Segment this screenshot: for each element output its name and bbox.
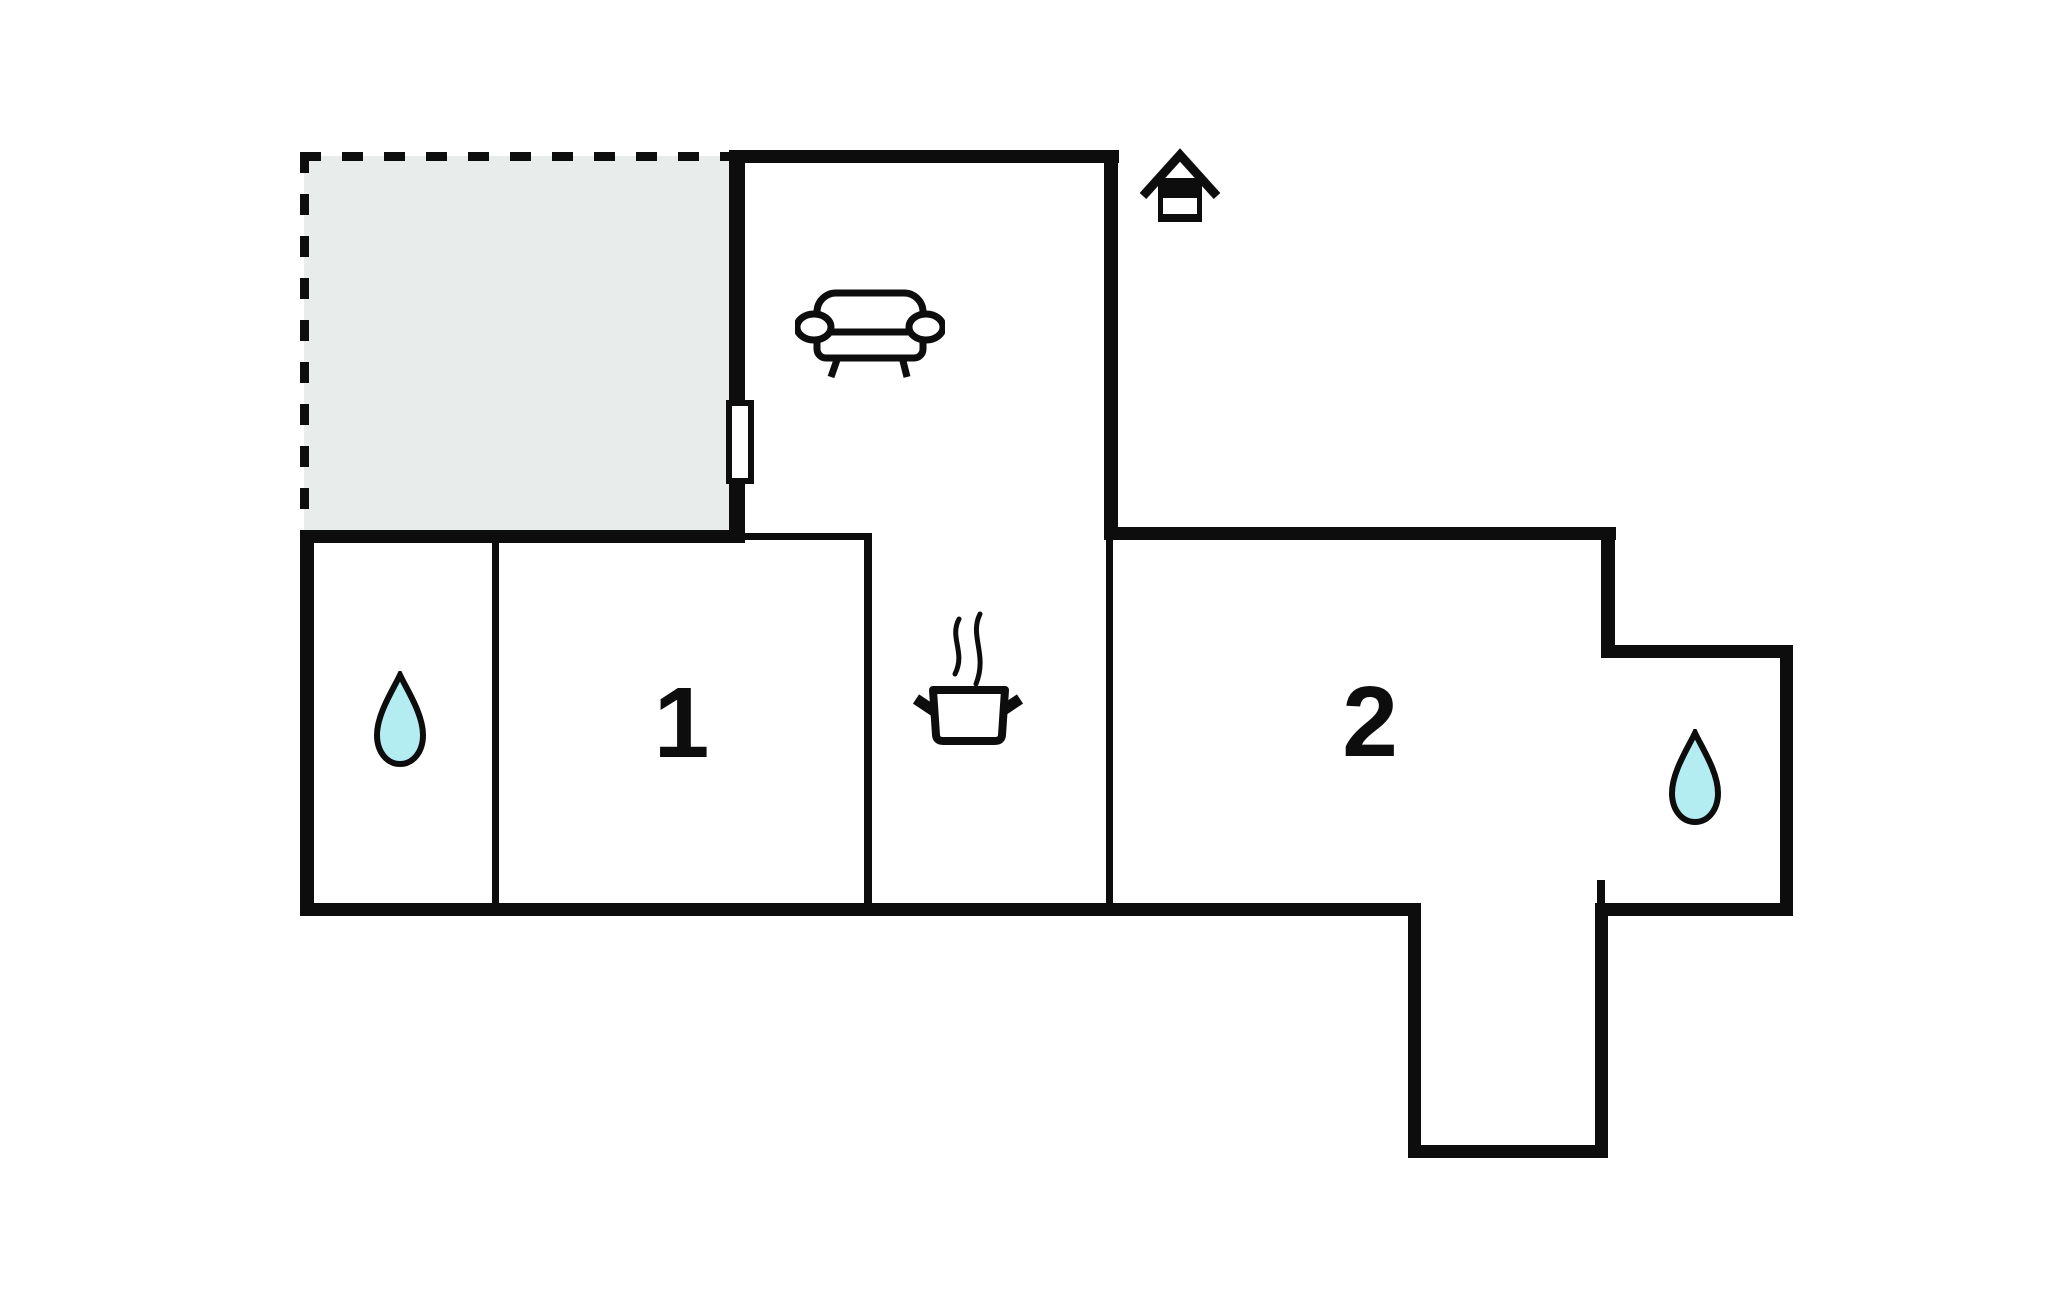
wall-hallway-right	[1595, 903, 1608, 1157]
terrace-area	[304, 156, 733, 532]
wall-living-top	[729, 150, 1119, 163]
terrace-door	[726, 400, 754, 484]
terrace-dashed-outline	[300, 152, 734, 532]
water-drop-icon-right	[1668, 729, 1722, 826]
bedroom-1-number: 1	[653, 667, 710, 779]
wall-bedroom2-right	[1601, 527, 1615, 657]
wall-bathroom2-bottom	[1595, 903, 1793, 916]
wall-outer-left	[300, 530, 314, 915]
water-drop-icon	[373, 671, 427, 768]
wall-bedroom2-top	[1104, 527, 1616, 540]
sofa-icon	[795, 289, 945, 379]
wall-bathroom2-stub	[1597, 880, 1605, 905]
wall-bathroom2-top	[1601, 645, 1793, 658]
wall-bedroom1-top-thick	[300, 530, 745, 543]
house-icon	[1139, 148, 1221, 222]
wall-hallway-left	[1408, 903, 1421, 1157]
wall-hallway-bottom	[1408, 1145, 1608, 1158]
bedroom-1-label: 1	[499, 543, 864, 903]
wall-bottom-main	[300, 903, 1420, 916]
bedroom-2-label: 2	[1120, 540, 1620, 903]
wall-living-right	[1104, 150, 1118, 540]
cooking-pot-icon	[912, 611, 1024, 745]
wall-bathroom2-right	[1780, 645, 1793, 916]
wall-bedroom1-right	[864, 533, 872, 903]
wall-kitchen-bedroom2-partition	[1106, 538, 1113, 903]
wall-bathroom1-partition	[492, 543, 499, 903]
wall-bedroom1-top-thin	[745, 533, 872, 540]
bedroom-2-number: 2	[1342, 665, 1398, 778]
